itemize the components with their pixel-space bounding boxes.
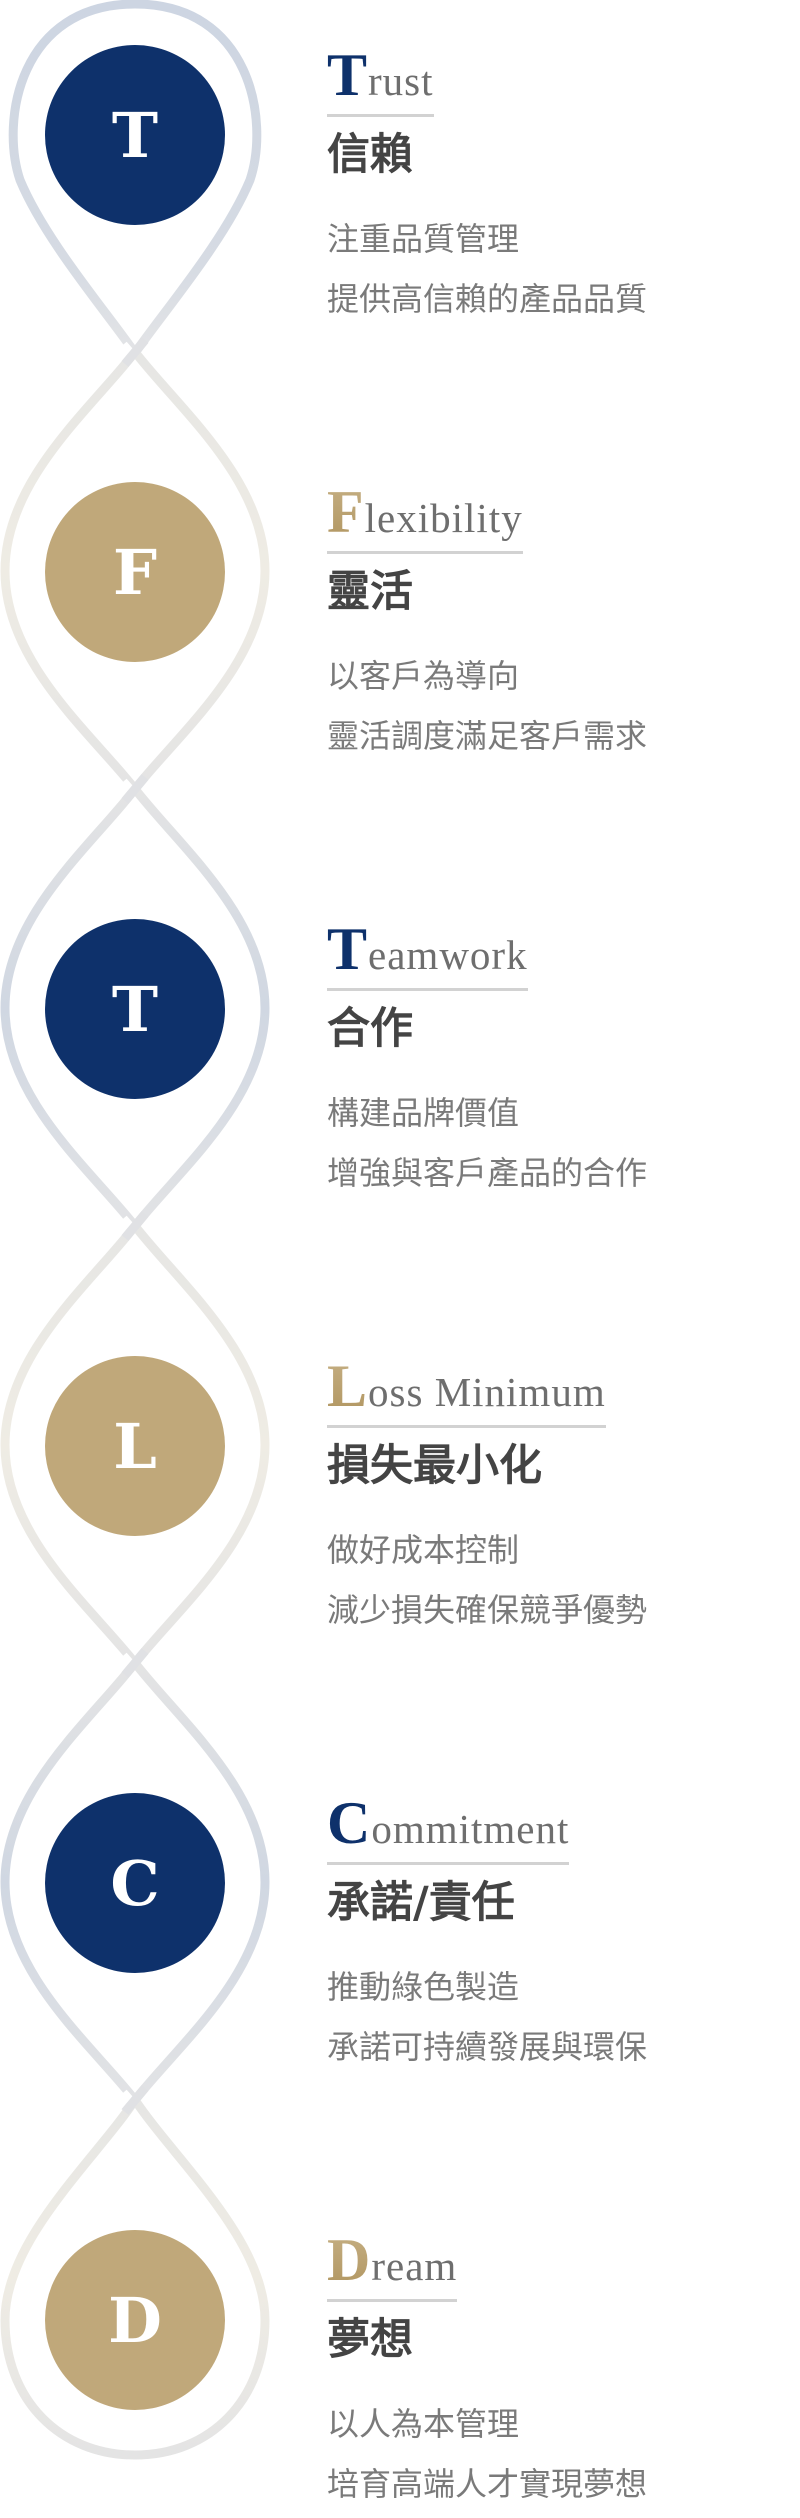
title-rest: rust <box>368 58 434 104</box>
title-initial: L <box>327 1353 369 1419</box>
badge-letter: T <box>111 972 159 1046</box>
badge-trust: T <box>45 45 225 225</box>
title-initial: F <box>327 479 365 545</box>
dna-helix-decoration <box>0 0 270 2460</box>
value-item-flexibility: Flexibility 靈活 以客戶為導向 靈活調度滿足客戶需求 <box>327 482 787 766</box>
description-line: 減少損失確保競爭優勢 <box>327 1591 648 1629</box>
value-title: Trust <box>327 45 434 117</box>
badge-dream: D <box>45 2230 225 2410</box>
description-line: 承諾可持續發展與環保 <box>327 2028 648 2066</box>
description-line: 增強與客戶產品的合作 <box>327 1154 648 1192</box>
title-initial: C <box>327 1790 372 1856</box>
title-rest: oss Minimum <box>368 1369 606 1415</box>
value-title: Loss Minimum <box>327 1356 606 1428</box>
value-description: 以人為本管理 培育高端人才實現夢想 <box>327 2394 787 2514</box>
description-line: 構建品牌價值 <box>327 1094 520 1132</box>
description-line: 以客戶為導向 <box>327 657 520 695</box>
badge-letter: T <box>111 98 159 172</box>
badge-letter: D <box>108 2283 162 2357</box>
description-line: 推動綠色製造 <box>327 1968 520 2006</box>
description-line: 培育高端人才實現夢想 <box>327 2465 648 2503</box>
value-description: 推動綠色製造 承諾可持續發展與環保 <box>327 1957 787 2077</box>
value-item-loss-minimum: Loss Minimum 損失最小化 做好成本控制 減少損失確保競爭優勢 <box>327 1356 787 1640</box>
value-description: 注重品質管理 提供高信賴的產品品質 <box>327 209 787 329</box>
badge-letter: F <box>112 535 158 609</box>
description-line: 提供高信賴的產品品質 <box>327 280 648 318</box>
value-item-commitment: Commitment 承諾/責任 推動綠色製造 承諾可持續發展與環保 <box>327 1793 787 2077</box>
value-title: Teamwork <box>327 919 528 991</box>
value-heading: 合作 <box>327 1004 413 1054</box>
value-heading: 夢想 <box>327 2315 413 2365</box>
badge-loss-minimum: L <box>45 1356 225 1536</box>
description-line: 靈活調度滿足客戶需求 <box>327 717 648 755</box>
title-rest: eamwork <box>368 932 528 978</box>
description-line: 以人為本管理 <box>327 2405 520 2443</box>
title-initial: T <box>327 42 369 108</box>
value-description: 構建品牌價值 增強與客戶產品的合作 <box>327 1083 787 1203</box>
title-rest: ommitment <box>371 1806 570 1852</box>
badge-flexibility: F <box>45 482 225 662</box>
value-item-teamwork: Teamwork 合作 構建品牌價值 增強與客戶產品的合作 <box>327 919 787 1203</box>
value-description: 做好成本控制 減少損失確保競爭優勢 <box>327 1520 787 1640</box>
value-heading: 靈活 <box>327 567 413 617</box>
title-initial: D <box>327 2227 372 2293</box>
value-title: Dream <box>327 2230 458 2302</box>
value-item-dream: Dream 夢想 以人為本管理 培育高端人才實現夢想 <box>327 2230 787 2514</box>
value-title: Flexibility <box>327 482 523 554</box>
badge-letter: C <box>110 1846 160 1920</box>
value-heading: 損失最小化 <box>327 1441 542 1491</box>
value-heading: 信賴 <box>327 130 413 180</box>
title-rest: lexibility <box>364 495 523 541</box>
badge-letter: L <box>113 1409 157 1483</box>
description-line: 做好成本控制 <box>327 1531 520 1569</box>
description-line: 注重品質管理 <box>327 220 520 258</box>
value-item-trust: Trust 信賴 注重品質管理 提供高信賴的產品品質 <box>327 45 787 329</box>
value-heading: 承諾/責任 <box>327 1878 515 1928</box>
value-description: 以客戶為導向 靈活調度滿足客戶需求 <box>327 646 787 766</box>
badge-teamwork: T <box>45 919 225 1099</box>
badge-commitment: C <box>45 1793 225 1973</box>
value-title: Commitment <box>327 1793 570 1865</box>
title-rest: ream <box>371 2243 458 2289</box>
title-initial: T <box>327 916 369 982</box>
